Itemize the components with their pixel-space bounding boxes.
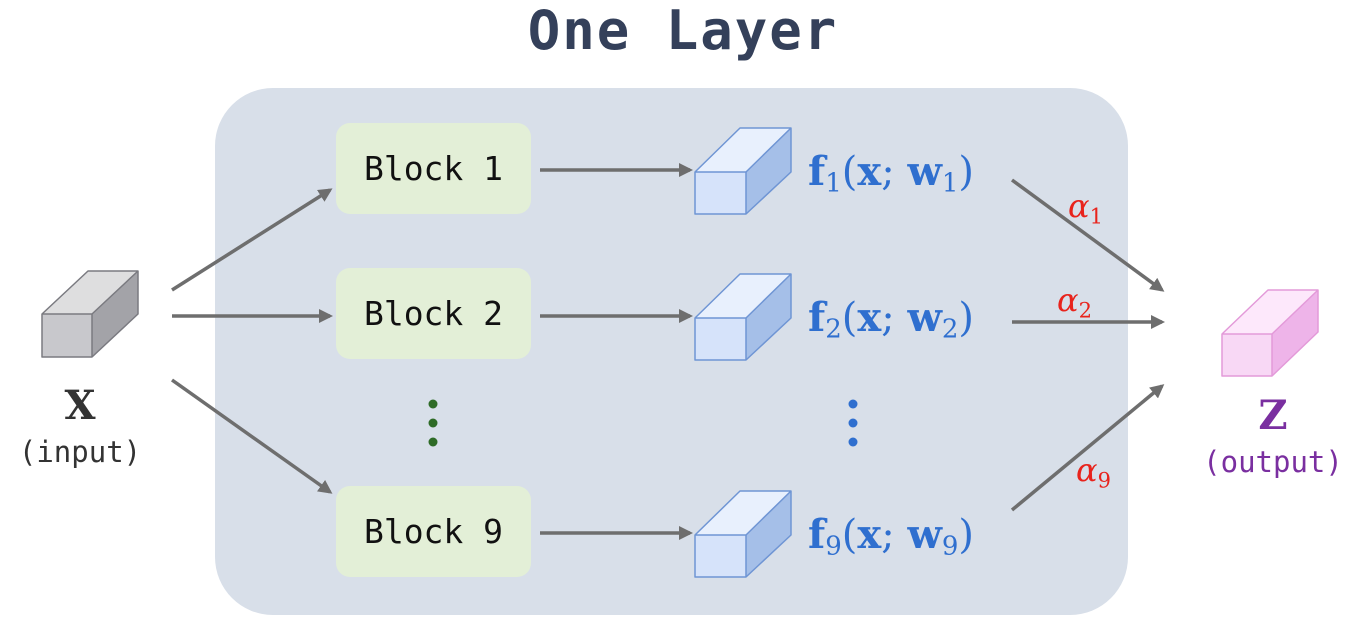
function-weight: w bbox=[907, 148, 942, 195]
function-weight-subscript: 2 bbox=[941, 314, 959, 345]
output-cube-icon bbox=[1221, 289, 1319, 377]
output-symbol: Z bbox=[1258, 392, 1288, 439]
blocks-ellipsis-icon bbox=[428, 399, 438, 447]
arrow-f1-output bbox=[1010, 178, 1165, 292]
alpha-subscript: 9 bbox=[1097, 468, 1111, 493]
function-weight-subscript: 9 bbox=[941, 531, 959, 562]
arrow-input-block-1 bbox=[171, 188, 333, 292]
feature-cube-9-icon bbox=[694, 490, 792, 578]
arrow-input-block-9 bbox=[170, 378, 333, 494]
function-label-9: f9(x; w9) bbox=[808, 511, 975, 562]
function-label-2: f2(x; w2) bbox=[808, 294, 975, 345]
weight-alpha-2: α2 bbox=[1057, 282, 1092, 328]
output-label: (output) bbox=[1203, 445, 1343, 479]
alpha-symbol: α bbox=[1068, 187, 1090, 225]
function-weight-subscript: 1 bbox=[941, 168, 959, 199]
function-symbol: f bbox=[808, 511, 826, 558]
function-weight: w bbox=[907, 511, 942, 558]
alpha-symbol: α bbox=[1076, 451, 1098, 489]
input-symbol: X bbox=[64, 382, 96, 429]
function-symbol: f bbox=[808, 148, 826, 195]
function-weight: w bbox=[907, 294, 942, 341]
feature-cube-2-icon bbox=[694, 273, 792, 361]
feature-cube-1-icon bbox=[694, 127, 792, 215]
weight-alpha-9: α9 bbox=[1076, 452, 1111, 498]
functions-ellipsis-icon bbox=[848, 399, 858, 447]
alpha-subscript: 1 bbox=[1089, 204, 1103, 229]
function-subscript: 2 bbox=[825, 314, 842, 345]
block-1: Block 1 bbox=[336, 123, 531, 214]
function-subscript: 9 bbox=[825, 531, 842, 562]
function-input: x bbox=[857, 511, 882, 558]
function-input: x bbox=[857, 294, 882, 341]
alpha-subscript: 2 bbox=[1078, 298, 1092, 323]
input-cube-icon bbox=[41, 270, 139, 358]
block-9: Block 9 bbox=[336, 486, 531, 577]
alpha-symbol: α bbox=[1057, 281, 1079, 319]
diagram-title: One Layer bbox=[527, 0, 839, 62]
weight-alpha-1: α1 bbox=[1068, 188, 1103, 234]
function-label-1: f1(x; w1) bbox=[808, 148, 975, 199]
function-symbol: f bbox=[808, 294, 826, 341]
function-separator: ; bbox=[881, 295, 895, 341]
function-subscript: 1 bbox=[825, 168, 842, 199]
function-input: x bbox=[857, 148, 882, 195]
function-separator: ; bbox=[881, 149, 895, 195]
input-label: (input) bbox=[18, 435, 142, 469]
function-separator: ; bbox=[881, 512, 895, 558]
arrow-f9-output bbox=[1010, 384, 1165, 512]
block-2: Block 2 bbox=[336, 268, 531, 359]
